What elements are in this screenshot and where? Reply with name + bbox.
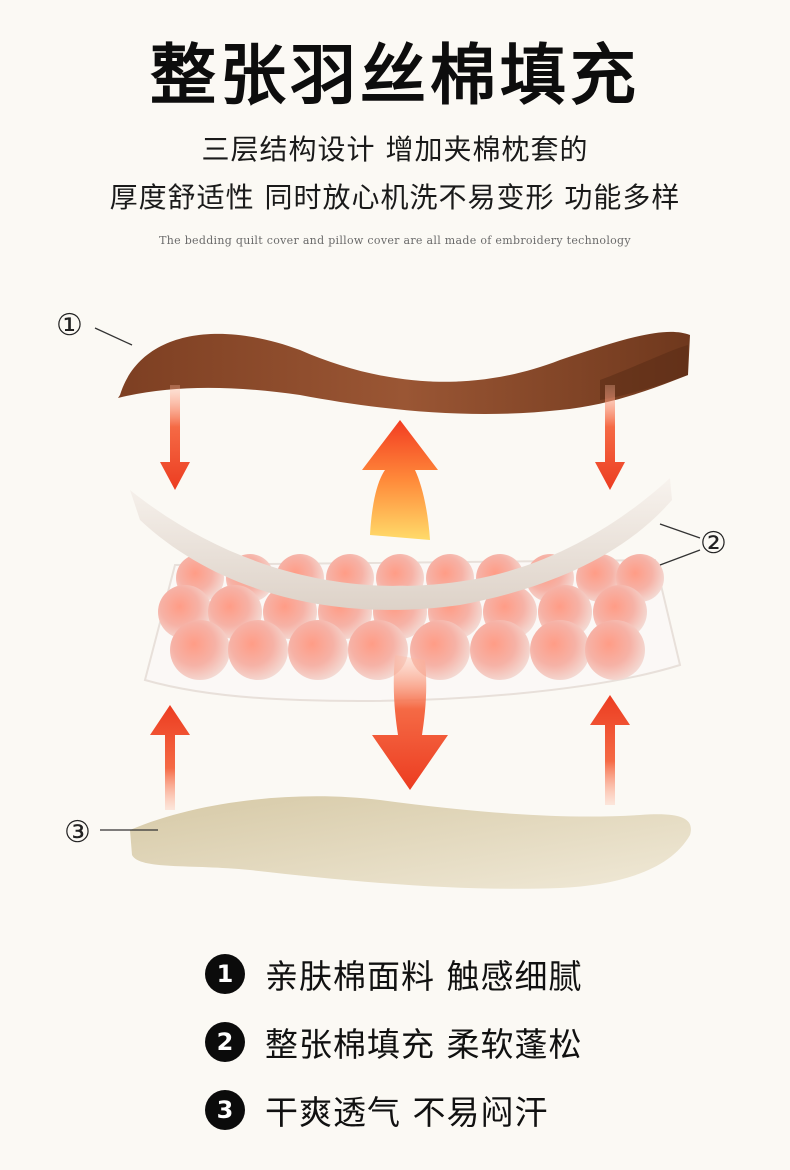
page-title: 整张羽丝棉填充: [150, 36, 640, 114]
feature-item-1: 1 亲肤棉面料 触感细腻: [205, 951, 583, 997]
subtitle-line-2: 厚度舒适性 同时放心机洗不易变形 功能多样: [109, 181, 681, 214]
number-badge: 3: [205, 1090, 245, 1130]
english-caption: The bedding quilt cover and pillow cover…: [159, 234, 631, 247]
feature-text: 亲肤棉面料 触感细腻: [265, 957, 583, 996]
cotton-sphere: [170, 620, 230, 680]
cotton-sphere: [348, 620, 408, 680]
cotton-sphere: [585, 620, 645, 680]
layer-label-2: ②: [700, 526, 727, 561]
layer-label-3: ③: [64, 815, 91, 850]
cotton-sphere: [228, 620, 288, 680]
layer-label-1: ①: [56, 308, 83, 343]
cotton-sphere: [530, 620, 590, 680]
cotton-sphere: [288, 620, 348, 680]
middle-padding-layer: [130, 478, 672, 610]
number-badge: 2: [205, 1022, 245, 1062]
feature-item-3: 3 干爽透气 不易闷汗: [205, 1087, 549, 1133]
cotton-sphere: [470, 620, 530, 680]
top-fabric-layer: [118, 331, 690, 415]
subtitle-line-1: 三层结构设计 增加夹棉枕套的: [201, 133, 589, 166]
number-badge: 1: [205, 954, 245, 994]
heat-arrows: [150, 385, 630, 810]
label-pointers: [94, 327, 701, 831]
feature-text: 干爽透气 不易闷汗: [265, 1093, 549, 1132]
bottom-fabric-layer: [130, 796, 691, 889]
feature-item-2: 2 整张棉填充 柔软蓬松: [205, 1019, 583, 1065]
feature-text: 整张棉填充 柔软蓬松: [265, 1025, 583, 1064]
